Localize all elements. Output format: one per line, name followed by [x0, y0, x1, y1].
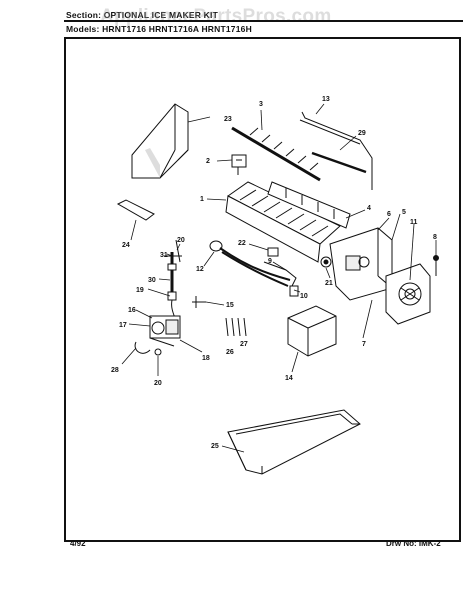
callout-13: 13 [322, 96, 330, 103]
ice-bin-part [227, 409, 361, 475]
screw-part [433, 255, 439, 276]
diagram-frame [64, 37, 461, 542]
callout-20-lower: 20 [154, 380, 162, 387]
callout-4: 4 [367, 205, 371, 212]
callout-labels: 23 3 13 29 2 1 4 5 6 11 8 22 9 10 21 12 … [111, 96, 437, 450]
callout-23: 23 [224, 116, 232, 123]
callout-15: 15 [226, 302, 234, 309]
models-value: HRNT1716 HRNT1716A HRNT1716H [102, 24, 252, 34]
callout-14: 14 [285, 375, 293, 382]
section-line: Section: OPTIONAL ICE MAKER KIT [66, 10, 218, 20]
callout-6: 6 [387, 211, 391, 218]
shutoff-arm-part [299, 111, 373, 190]
callout-17: 17 [119, 322, 127, 329]
fasteners-part [192, 296, 247, 337]
footer-drawing-number: Drw No: IMK-2 [386, 539, 441, 548]
switch-part [267, 247, 279, 257]
callout-1: 1 [200, 196, 204, 203]
callout-16: 16 [128, 307, 136, 314]
callout-12: 12 [196, 266, 204, 273]
tube-part [116, 199, 155, 221]
insulation-block-part [287, 305, 337, 357]
callout-21: 21 [325, 280, 333, 287]
rake-cover-part [267, 181, 351, 229]
section-value: OPTIONAL ICE MAKER KIT [103, 10, 218, 20]
ejector-shaft-part [231, 126, 321, 182]
callout-20-upper: 20 [177, 237, 185, 244]
callout-5: 5 [402, 209, 406, 216]
drawing-value: IMK-2 [418, 539, 441, 548]
leader-lines [121, 103, 437, 453]
callout-25: 25 [211, 443, 219, 450]
gear-part [320, 256, 332, 268]
callout-24: 24 [122, 242, 130, 249]
callout-18: 18 [202, 355, 210, 362]
callout-2: 2 [206, 158, 210, 165]
header-rule [64, 20, 463, 22]
ice-mold-part [225, 181, 341, 263]
callout-31: 31 [160, 252, 168, 259]
callout-28: 28 [111, 367, 119, 374]
section-label: Section: [66, 10, 102, 20]
mounting-bracket-part [131, 103, 189, 179]
models-label: Models: [66, 24, 100, 34]
callout-26: 26 [226, 349, 234, 356]
callout-30: 30 [148, 277, 156, 284]
callout-22: 22 [238, 240, 246, 247]
callout-8: 8 [433, 234, 437, 241]
footer-date: 4/92 [70, 539, 86, 548]
callout-29: 29 [358, 130, 366, 137]
callout-9: 9 [268, 258, 272, 265]
water-valve-part [134, 315, 181, 356]
callout-11: 11 [410, 219, 418, 226]
fill-cup-part [209, 240, 291, 287]
callout-10: 10 [300, 293, 308, 300]
clip-part [231, 154, 247, 175]
callout-7: 7 [362, 341, 366, 348]
callout-27: 27 [240, 341, 248, 348]
drawing-label: Drw No: [386, 539, 417, 548]
callout-3: 3 [259, 101, 263, 108]
callout-19: 19 [136, 287, 144, 294]
motor-plate-part [385, 263, 431, 325]
models-line: Models: HRNT1716 HRNT1716A HRNT1716H [66, 24, 252, 34]
motor-housing-part [329, 227, 393, 301]
